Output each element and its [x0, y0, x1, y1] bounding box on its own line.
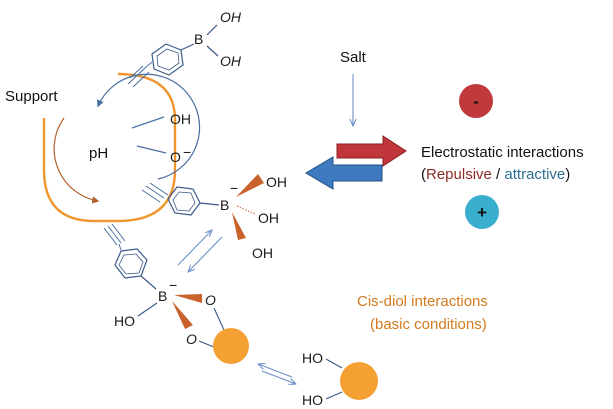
- positive-charge-circle: [465, 195, 499, 229]
- charge-circles: - +: [459, 84, 499, 229]
- middle-boron: B: [220, 197, 229, 213]
- bottom-o-2: O: [186, 331, 197, 347]
- salt-label: Salt: [340, 49, 367, 66]
- equilibrium-arrows: [177, 230, 296, 384]
- bottom-ho: HO: [114, 313, 135, 329]
- paren-open: (: [421, 166, 426, 183]
- support: Support: [5, 72, 177, 223]
- surface-oh: OH: [170, 111, 191, 127]
- blue-arrow: [305, 156, 383, 190]
- electrostatic-title: Electrostatic interactions: [421, 144, 584, 161]
- wedge-middle-2: [232, 212, 246, 240]
- bottom-boronate-ester: B − HO O O: [103, 223, 249, 364]
- middle-oh-2: OH: [258, 210, 279, 226]
- free-diol: HO HO: [302, 350, 378, 408]
- middle-boron-charge: −: [230, 180, 238, 196]
- top-boron: B: [194, 31, 203, 47]
- support-label: Support: [5, 88, 58, 105]
- middle-oh-1: OH: [266, 174, 287, 190]
- attractive-label: attractive: [504, 166, 565, 183]
- surface-o-minus: O: [170, 149, 181, 165]
- negative-charge-sign: -: [473, 92, 479, 111]
- negative-charge-circle: [459, 84, 493, 118]
- equilibrium-arrow-2: [188, 236, 223, 272]
- paren-close: ): [565, 166, 570, 183]
- ph-cycle-arrow-top: [97, 73, 201, 180]
- repulsive-label: Repulsive: [426, 166, 492, 183]
- middle-oh-3: OH: [252, 245, 273, 261]
- wedge-middle-1: [236, 174, 264, 197]
- cis-diol-title: Cis-diol interactions: [357, 293, 488, 310]
- bottom-boron-charge: −: [169, 277, 177, 293]
- bottom-boron: B: [158, 288, 167, 304]
- bound-diol-sphere: [213, 328, 249, 364]
- electrostatic-subtitle: (Repulsive / attractive): [421, 166, 570, 183]
- free-diol-ho-2: HO: [302, 392, 323, 408]
- surface-groups: OH O −: [131, 111, 191, 165]
- slash-separator: /: [492, 166, 505, 183]
- cis-diol-subtitle: (basic conditions): [370, 316, 487, 333]
- positive-charge-sign: +: [477, 203, 487, 222]
- middle-boronate: B − OH OH OH: [141, 174, 287, 261]
- top-boronic-acid: B OH OH: [127, 9, 242, 88]
- cis-diol-text: Cis-diol interactions (basic conditions): [357, 293, 488, 333]
- ph-cycle: pH: [53, 73, 201, 204]
- equilibrium-arrow-1: [177, 230, 212, 266]
- surface-o-charge: −: [183, 144, 191, 160]
- top-oh-1: OH: [220, 9, 242, 25]
- wedge-bottom-2: [172, 301, 193, 329]
- bottom-o-1: O: [205, 292, 216, 308]
- free-diol-ho-1: HO: [302, 350, 323, 366]
- support-outline: [42, 72, 177, 223]
- exchange-arrows: [305, 135, 407, 190]
- equilibrium-arrow-3: [261, 370, 296, 384]
- electrostatic-text: Electrostatic interactions (Repulsive / …: [421, 144, 584, 183]
- top-oh-2: OH: [220, 53, 242, 69]
- wedge-bottom-1: [174, 294, 202, 303]
- free-diol-sphere: [340, 362, 378, 400]
- ph-label: pH: [89, 145, 108, 162]
- red-arrow: [336, 135, 407, 167]
- equilibrium-arrow-4: [258, 364, 293, 378]
- ph-cycle-arrow-bottom: [53, 117, 100, 204]
- salt: Salt: [340, 49, 367, 126]
- benzene-ring-top: [151, 43, 184, 76]
